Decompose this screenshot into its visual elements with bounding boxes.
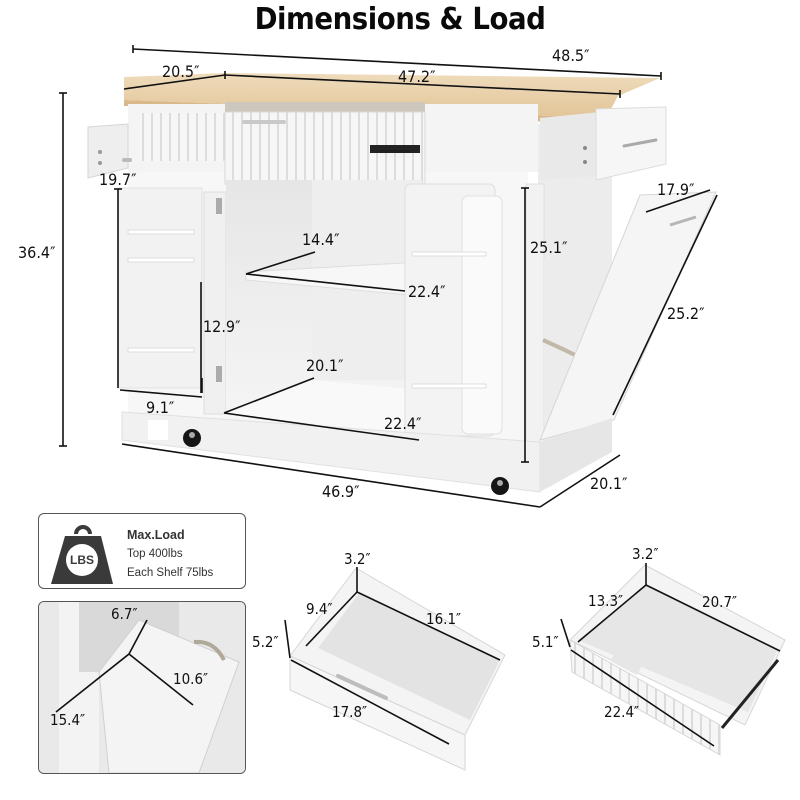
dim-trash-cabinet-height: 25.1″ xyxy=(530,238,568,257)
dim-tilt-door-height: 25.2″ xyxy=(667,304,705,323)
dim-overall-width: 48.5″ xyxy=(552,46,590,65)
dim-small-drawer-inner-height: 3.2″ xyxy=(344,550,371,568)
dim-large-drawer-outer-height: 5.1″ xyxy=(532,633,559,651)
max-load-panel: LBS Max.Load Top 400lbs Each Shelf 75lbs xyxy=(38,513,246,589)
dim-small-drawer-inner-length: 16.1″ xyxy=(426,610,462,628)
tilt-bin-illustration xyxy=(39,602,245,773)
right-door-rack xyxy=(404,183,503,437)
dim-large-drawer-inner-height: 3.2″ xyxy=(632,545,659,563)
dim-upper-shelf-width: 22.4″ xyxy=(408,282,446,301)
dim-side-rack-inner-height: 12.9″ xyxy=(203,317,241,336)
dim-small-drawer-outer-height: 5.2″ xyxy=(252,633,279,651)
dim-lower-shelf-depth: 20.1″ xyxy=(306,356,344,375)
dim-side-rack-depth: 9.1″ xyxy=(146,398,175,417)
load-top-line: Top 400lbs xyxy=(127,548,183,560)
dim-cabinet-width: 47.2″ xyxy=(398,67,436,86)
dim-large-drawer-inner-width: 13.3″ xyxy=(588,592,624,610)
dim-top-depth: 20.5″ xyxy=(162,62,200,81)
dim-small-drawer-outer-length: 17.8″ xyxy=(332,703,368,721)
dim-large-drawer-outer-length: 22.4″ xyxy=(604,703,640,721)
left-spice-rack xyxy=(117,187,203,389)
base-frame xyxy=(121,411,612,493)
trash-bin-detail-panel: 6.7″ 10.6″ 15.4″ xyxy=(38,601,246,774)
tilt-out-door xyxy=(539,191,717,441)
dim-lower-shelf-width: 22.4″ xyxy=(384,414,422,433)
load-shelf-line: Each Shelf 75lbs xyxy=(127,567,214,579)
dimension-lines xyxy=(59,45,718,508)
dim-base-depth: 20.1″ xyxy=(590,474,628,493)
weight-icon-label: LBS xyxy=(70,553,94,567)
dim-base-width: 46.9″ xyxy=(322,482,360,501)
dim-bin-length: 15.4″ xyxy=(50,711,86,729)
left-side-drawer xyxy=(87,123,132,179)
dim-small-drawer-inner-width: 9.4″ xyxy=(306,600,333,618)
dim-upper-shelf-depth: 14.4″ xyxy=(302,230,340,249)
dim-large-drawer-inner-length: 20.7″ xyxy=(702,593,738,611)
dim-tilt-door-width: 17.9″ xyxy=(657,180,695,199)
cabinet-body xyxy=(87,102,717,495)
dim-overall-height: 36.4″ xyxy=(18,243,56,262)
max-load-heading: Max.Load xyxy=(127,528,185,542)
weight-lbs-icon xyxy=(51,525,113,584)
right-side-drawer xyxy=(540,106,667,181)
page-title: Dimensions & Load xyxy=(254,2,546,37)
dim-side-rack-height: 19.7″ xyxy=(99,170,137,189)
open-center-drawer xyxy=(224,102,426,185)
dim-bin-width: 10.6″ xyxy=(173,670,209,688)
dim-bin-top-depth: 6.7″ xyxy=(111,605,138,623)
